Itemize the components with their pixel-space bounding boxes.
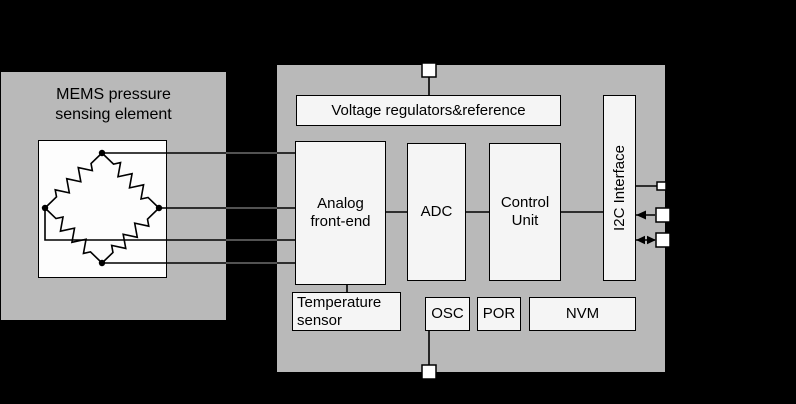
mems-title-line2: sensing element [55,105,172,123]
mems-title: MEMS pressure sensing element [1,85,226,124]
wheatstone-bridge-box [38,140,167,278]
osc-label: OSC [431,305,464,322]
voltage-regulator-label: Voltage regulators&reference [331,101,526,119]
adc-block: ADC [407,143,466,281]
por-block: POR [477,297,521,331]
mems-title-line1: MEMS pressure [56,86,171,103]
i2c-label: I2C Interface [610,145,628,231]
i2c-interface-block: I2C Interface [603,95,636,281]
adc-label: ADC [420,203,453,220]
afe-label-line1: Analog [317,195,364,212]
voltage-regulator-block: Voltage regulators&reference [296,95,561,126]
analog-front-end-block: Analog front-end [295,141,386,285]
por-label: POR [482,305,516,322]
nvm-label: NVM [565,305,600,322]
temperature-sensor-block: Temperature sensor [292,292,401,331]
control-unit-block: Control Unit [489,143,561,281]
nvm-block: NVM [529,297,636,331]
temp-label-line1: Temperature [297,293,382,311]
control-label-line1: Control [500,194,550,211]
control-label-line2: Unit [511,212,539,229]
osc-block: OSC [425,297,470,331]
temp-label-line2: sensor [297,311,343,329]
afe-label-line2: front-end [310,213,371,230]
gap-wires [226,152,277,264]
